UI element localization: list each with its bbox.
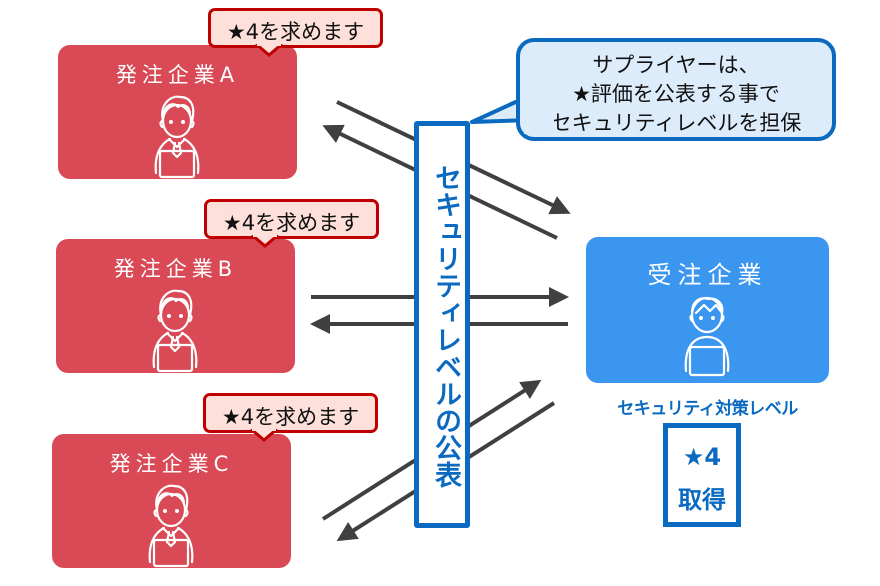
supplier-note-line-3: セキュリティレベルを担保 [550, 111, 802, 135]
supplier-card: 受注企業 [586, 237, 829, 383]
requirement-bubble-b: ★4を求めます [204, 199, 379, 239]
bubble-tail [251, 235, 279, 248]
supplier-note-tail-cover [524, 108, 554, 134]
requirement-text: ★4を求めます [226, 20, 365, 44]
person-with-laptop-icon [154, 95, 200, 179]
person-with-laptop-icon [684, 296, 730, 377]
client-card-c: 発注企業C [52, 434, 291, 568]
client-card-a: 発注企業A [58, 45, 297, 179]
person-with-laptop-icon [148, 484, 194, 568]
supplier-note-line-2: ★評価を公表する事で [572, 82, 780, 106]
star-rating-badge: ★4 取得 [663, 423, 741, 527]
security-level-label: セキュリティ対策レベル [617, 399, 798, 419]
person-with-laptop-icon [152, 289, 198, 373]
client-name: 発注企業C [109, 452, 234, 476]
requirement-text: ★4を求めます [221, 405, 360, 429]
supplier-note-line-1: サプライヤーは、 [592, 53, 760, 77]
client-name: 発注企業B [113, 257, 238, 281]
publication-box: セキュリティレベルの公表 [414, 121, 470, 528]
supplier-note-bubble: サプライヤーは、 ★評価を公表する事で セキュリティレベルを担保 [516, 38, 836, 141]
requirement-text: ★4を求めます [222, 211, 361, 235]
badge-rating: ★4 [682, 443, 722, 471]
bubble-tail [255, 44, 283, 57]
client-card-b: 発注企業B [56, 239, 295, 373]
bubble-tail [250, 429, 278, 442]
requirement-bubble-c: ★4を求めます [203, 393, 378, 433]
requirement-bubble-a: ★4を求めます [208, 8, 383, 48]
client-name: 発注企業A [115, 63, 240, 87]
badge-status: 取得 [678, 486, 726, 514]
supplier-note-tail [470, 100, 531, 124]
publication-label: セキュリティレベルの公表 [430, 164, 461, 488]
supplier-name: 受注企業 [647, 261, 768, 289]
